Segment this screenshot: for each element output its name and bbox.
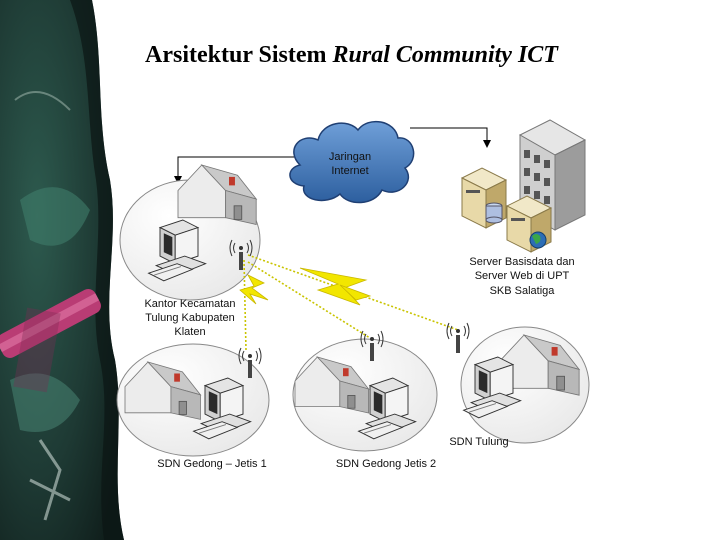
kantor-label-1: Kantor Kecamatan bbox=[144, 298, 235, 310]
kantor-antenna-icon bbox=[229, 239, 253, 270]
sdn3-antenna-icon bbox=[446, 322, 470, 353]
page-title: Arsitektur Sistem Rural Community ICT bbox=[145, 42, 558, 69]
globe-icon bbox=[529, 231, 547, 249]
server-label-1: Server Basisdata dan bbox=[469, 256, 574, 268]
title-italic: Rural Community ICT bbox=[332, 42, 558, 68]
sdn2-label: SDN Gedong Jetis 2 bbox=[336, 458, 436, 470]
lightning-bolt-icon bbox=[239, 267, 372, 306]
sdn2-antenna-icon bbox=[360, 330, 384, 361]
server-label-3: SKB Salatiga bbox=[490, 285, 556, 297]
title-main: Arsitektur Sistem bbox=[145, 42, 333, 68]
internet-cloud bbox=[289, 120, 415, 204]
kantor-label-3: Klaten bbox=[174, 326, 205, 338]
pink-chalk-icon bbox=[0, 288, 101, 358]
wired-connections bbox=[174, 127, 491, 184]
sdn3-computer-icon bbox=[462, 356, 522, 419]
sdn1-computer-icon bbox=[192, 377, 252, 440]
sdn2-computer-icon bbox=[357, 377, 417, 440]
sdn2-house-icon bbox=[294, 356, 370, 414]
internet-label-1: Jaringan bbox=[329, 151, 371, 163]
kantor-computer-icon bbox=[147, 219, 207, 282]
sdn3-label: SDN Tulung bbox=[449, 436, 508, 448]
chalkboard-decoration bbox=[0, 0, 124, 540]
internet-label-2: Internet bbox=[331, 165, 368, 177]
sdn1-antenna-icon bbox=[238, 347, 262, 378]
server-icon bbox=[460, 119, 587, 253]
server-label-2: Server Web di UPT bbox=[475, 270, 570, 282]
kantor-label-2: Tulung Kabupaten bbox=[145, 312, 235, 324]
kantor-house-icon bbox=[177, 164, 258, 226]
wireless-links bbox=[243, 254, 459, 351]
sdn1-label: SDN Gedong – Jetis 1 bbox=[157, 458, 266, 470]
sdn1-house-icon bbox=[124, 361, 202, 420]
